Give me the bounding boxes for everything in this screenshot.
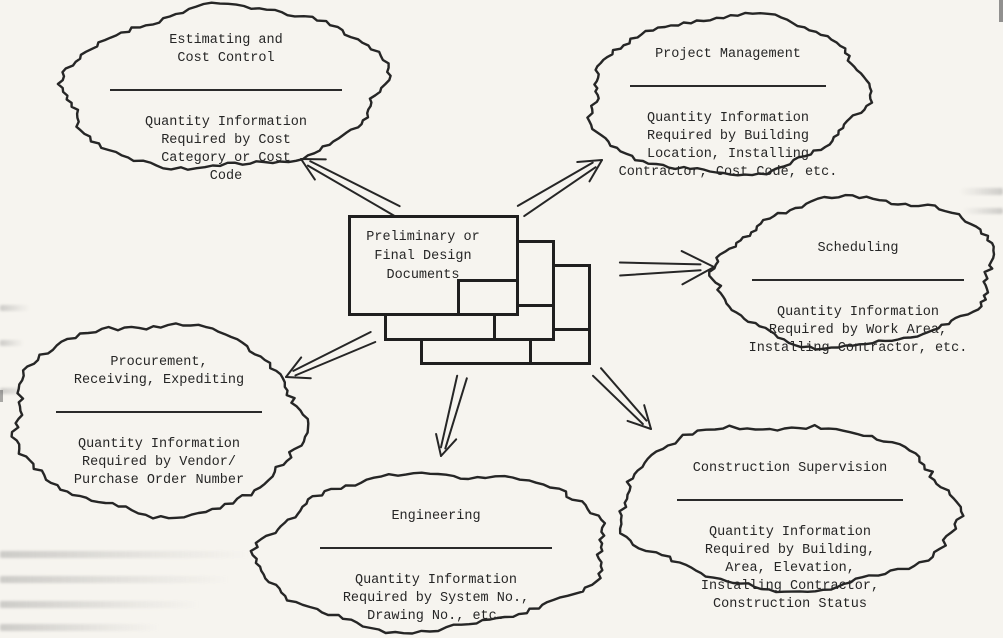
cloud-body: Quantity Information Required by System … bbox=[342, 573, 530, 624]
cloud-body: Quantity Information Required by Work Ar… bbox=[748, 305, 968, 356]
cloud-outline-construction-supervision bbox=[618, 423, 965, 594]
bleed-text-artifact bbox=[0, 624, 160, 631]
title-underline bbox=[110, 89, 342, 91]
cloud-title: Construction Supervision bbox=[692, 461, 888, 476]
arrow-stroke bbox=[440, 438, 458, 457]
cloud-engineering: Engineering Quantity Information Require… bbox=[300, 490, 572, 638]
cloud-estimating-and-cost-control: Estimating and Cost Control Quantity Inf… bbox=[97, 14, 355, 204]
cloud-body: Quantity Information Required by Buildin… bbox=[700, 525, 880, 612]
bleed-text-artifact bbox=[0, 305, 30, 311]
cloud-body: Quantity Information Required by Vendor/… bbox=[73, 437, 245, 488]
cloud-title: Project Management bbox=[655, 47, 801, 62]
cloud-outline-procurement-receiving-expediting bbox=[10, 322, 310, 520]
arrow-stroke bbox=[294, 340, 377, 377]
cloud-body: Quantity Information Required by Cost Ca… bbox=[144, 115, 308, 184]
bleed-text-artifact bbox=[0, 340, 24, 346]
cloud-outline-estimating-and-cost-control bbox=[56, 1, 392, 171]
arrow-stroke bbox=[309, 160, 401, 208]
title-block bbox=[457, 279, 519, 316]
title-underline bbox=[56, 411, 262, 413]
arrow-stroke bbox=[292, 331, 372, 372]
title-underline bbox=[630, 85, 826, 87]
arrow-stroke bbox=[435, 432, 442, 457]
arrow-stroke bbox=[626, 419, 652, 430]
scan-edge-mark bbox=[0, 390, 3, 402]
cloud-procurement-receiving-expediting: Procurement, Receiving, Expediting Quant… bbox=[38, 336, 280, 508]
arrow-stroke bbox=[681, 266, 715, 286]
scan-edge-mark bbox=[999, 0, 1003, 22]
bleed-text-artifact bbox=[0, 576, 230, 583]
arrow-stroke bbox=[439, 374, 459, 449]
arrow-stroke bbox=[599, 367, 648, 422]
cloud-outline-engineering bbox=[249, 471, 607, 635]
arrow-stroke bbox=[285, 376, 312, 380]
cloud-title: Procurement, Receiving, Expediting bbox=[73, 355, 245, 388]
cloud-title: Scheduling bbox=[817, 241, 899, 256]
cloud-title: Engineering bbox=[391, 509, 481, 524]
cloud-title: Estimating and Cost Control bbox=[169, 33, 283, 66]
bleed-text-artifact bbox=[0, 601, 200, 608]
arrow-stroke bbox=[618, 261, 702, 266]
cloud-outline-scheduling bbox=[708, 193, 996, 351]
cloud-project-management: Project Management Quantity Information … bbox=[592, 28, 864, 200]
cloud-scheduling: Scheduling Quantity Information Required… bbox=[732, 222, 984, 376]
title-underline bbox=[752, 279, 964, 281]
arrow-stroke bbox=[643, 404, 652, 430]
arrow-stroke bbox=[680, 250, 715, 268]
cloud-construction-supervision: Construction Supervision Quantity Inform… bbox=[648, 442, 932, 632]
bleed-text-artifact bbox=[0, 551, 250, 558]
arrow-stroke bbox=[592, 374, 644, 425]
arrow-stroke bbox=[285, 356, 303, 378]
arrow-stroke bbox=[619, 269, 702, 277]
design-documents-label: Preliminary or Final Design Documents bbox=[366, 230, 480, 283]
arrow-stroke bbox=[576, 159, 603, 164]
arrow-stroke bbox=[516, 161, 594, 207]
arrow-stroke bbox=[306, 164, 396, 217]
arrow-stroke bbox=[523, 166, 597, 218]
cloud-body: Quantity Information Required by Buildin… bbox=[618, 111, 838, 180]
design-document-sheet-front bbox=[348, 215, 519, 316]
cloud-outline-project-management bbox=[586, 11, 874, 177]
arrow-stroke bbox=[588, 159, 603, 183]
arrow-stroke bbox=[444, 377, 468, 450]
title-underline bbox=[320, 547, 552, 549]
arrow-stroke bbox=[300, 158, 316, 181]
title-underline bbox=[677, 499, 903, 501]
